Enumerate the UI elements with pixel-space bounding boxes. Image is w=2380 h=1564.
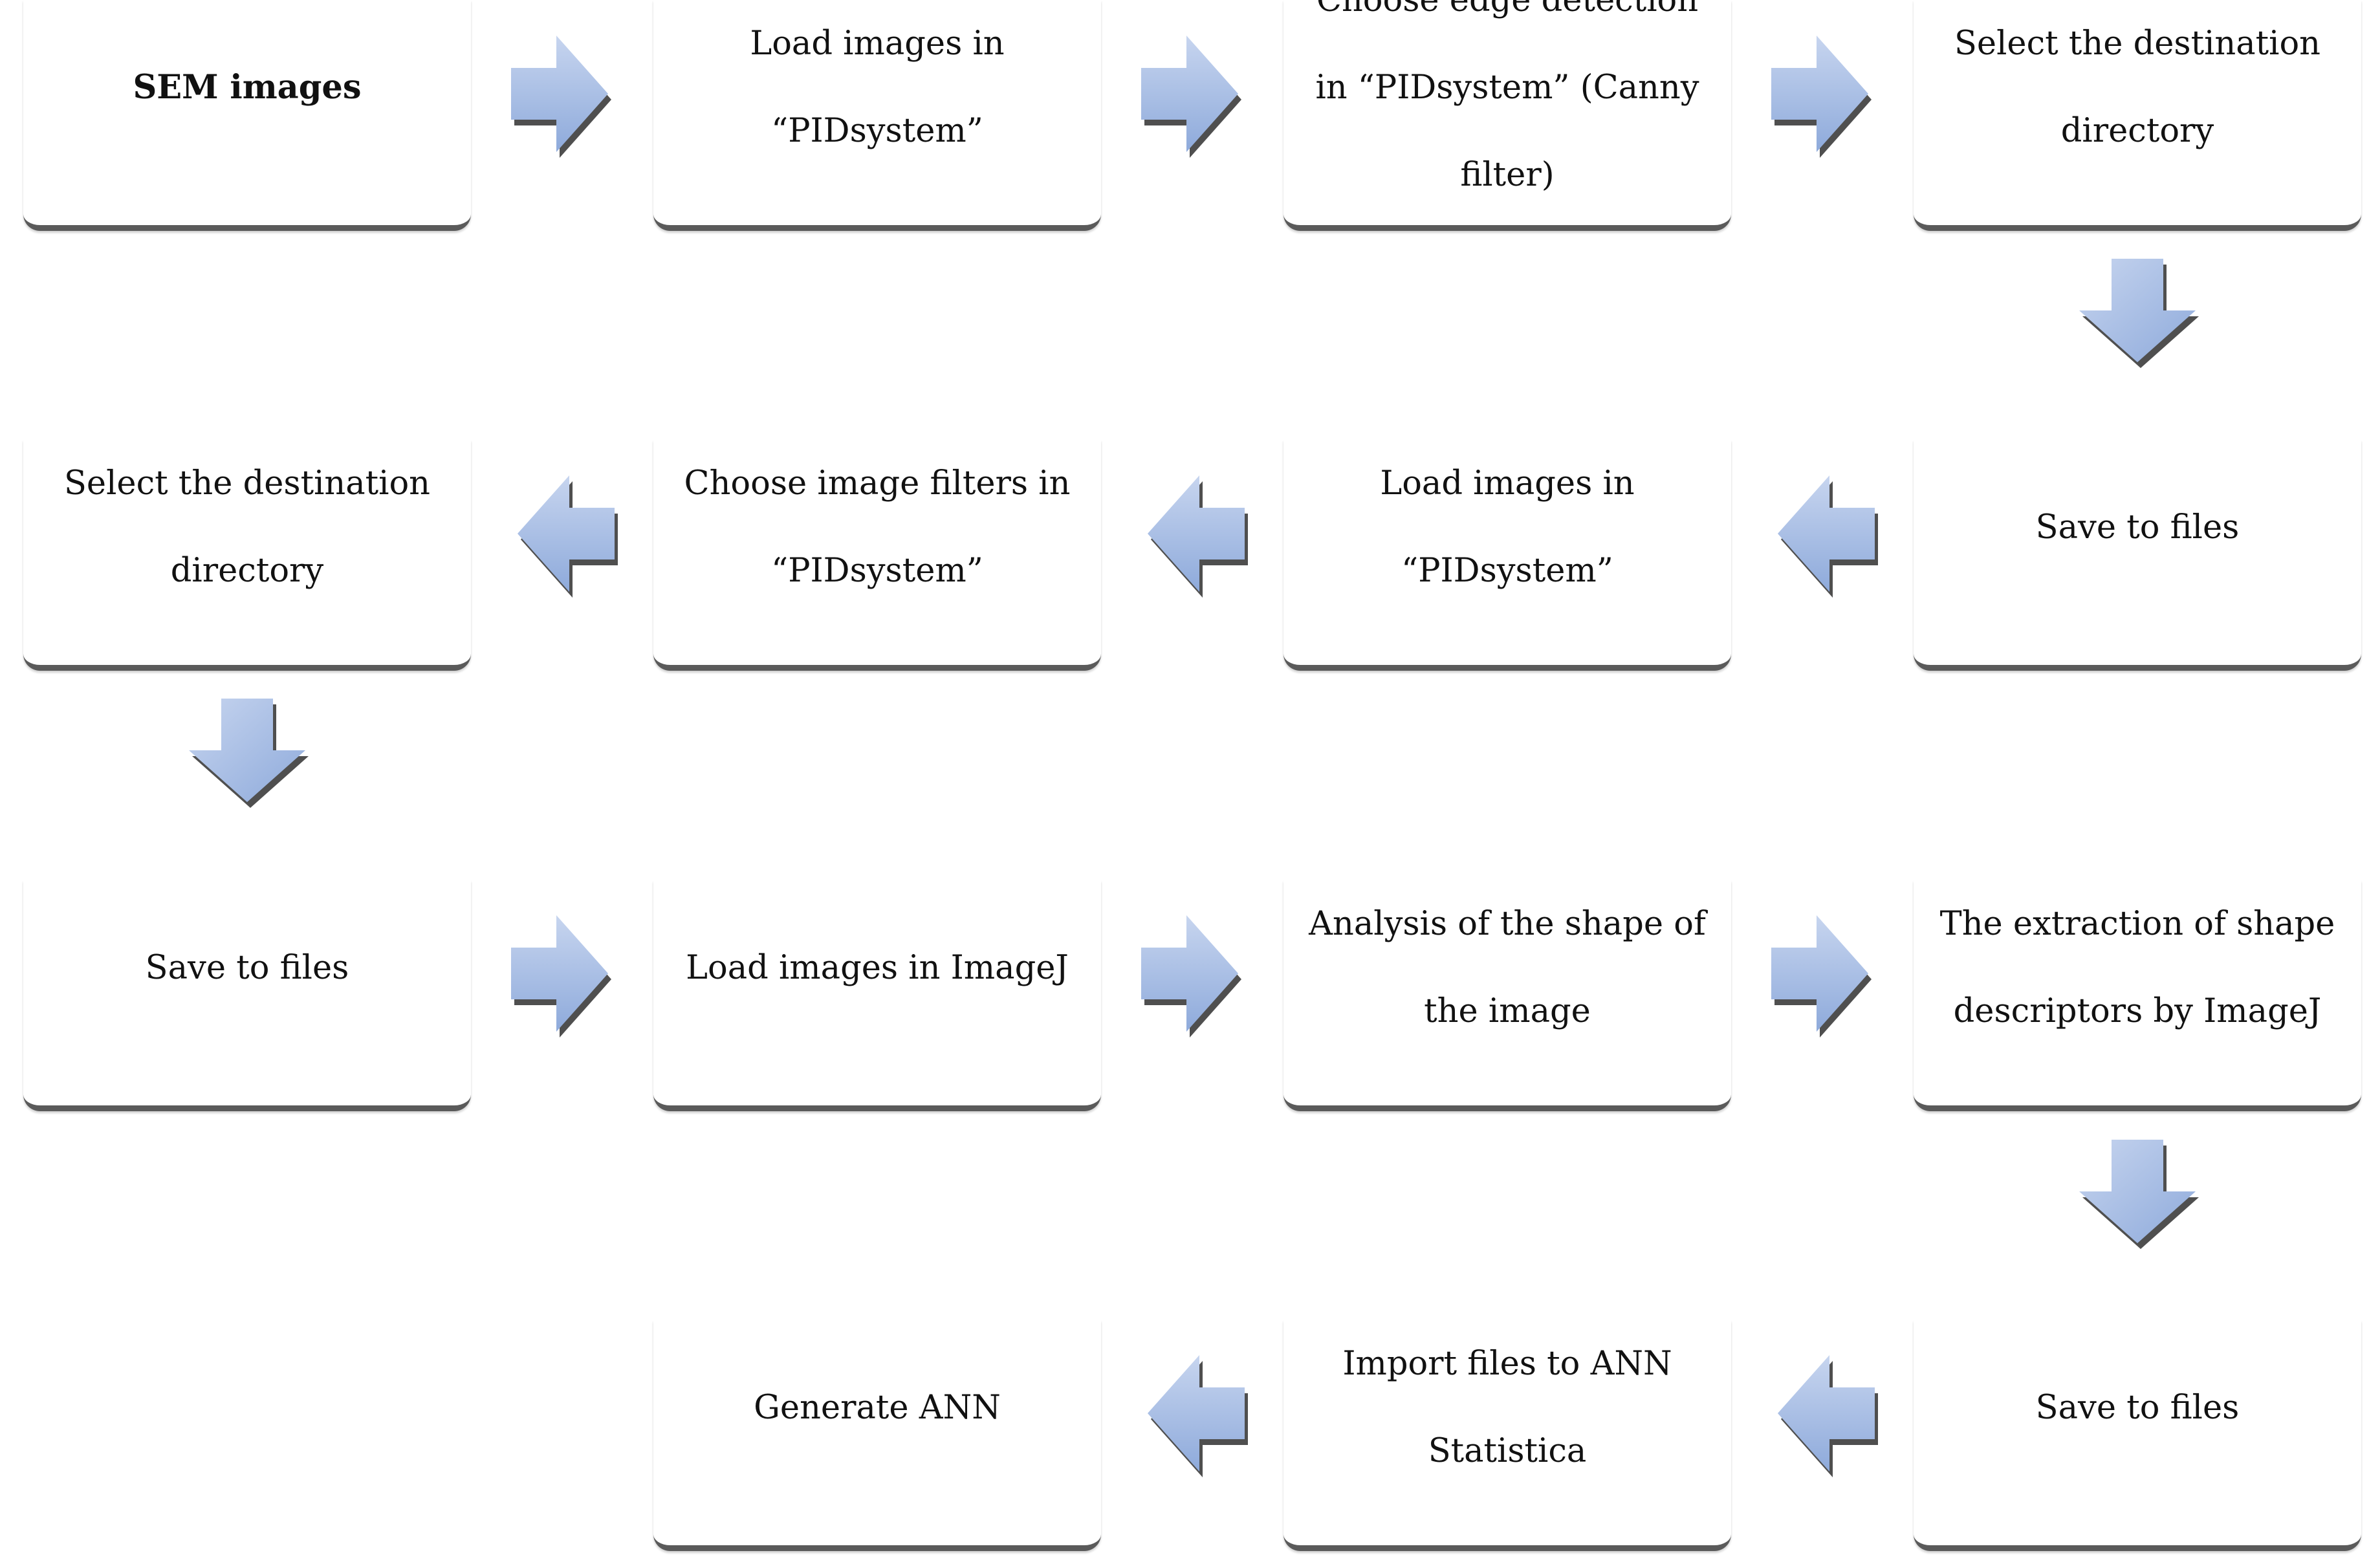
step-save-files-3: Save to files	[1914, 1320, 2361, 1551]
step-select-destination-2: Select the destination directory	[23, 440, 471, 671]
arrow-right-icon	[1141, 36, 1241, 158]
arrow-right-icon	[1771, 36, 1872, 158]
arrow-left-icon	[1148, 475, 1248, 598]
step-load-imagej: Load images in ImageJ	[653, 880, 1101, 1111]
step-label: The extraction of shape descriptors by I…	[1939, 905, 2335, 1030]
step-label: SEM images	[133, 67, 362, 107]
step-label: Choose image filters in “PIDsystem”	[684, 464, 1071, 590]
step-save-files-1: Save to files	[1914, 440, 2361, 671]
arrow-right-icon	[511, 36, 611, 158]
step-label: Load images in “PIDsystem”	[1380, 464, 1635, 590]
arrow-left-icon	[518, 475, 618, 598]
step-choose-edge-detection: Choose edge detection in “PIDsystem” (Ca…	[1283, 0, 1731, 231]
arrow-left-icon	[1778, 475, 1878, 598]
step-label: Select the destination directory	[63, 464, 431, 590]
step-import-ann: Import files to ANN Statistica	[1283, 1320, 1731, 1551]
step-label: Analysis of the shape of the image	[1309, 905, 1706, 1030]
step-analysis-shape: Analysis of the shape of the image	[1283, 880, 1731, 1111]
step-save-files-2: Save to files	[23, 880, 471, 1111]
step-select-destination-1: Select the destination directory	[1914, 0, 2361, 231]
step-label: Import files to ANN Statistica	[1342, 1345, 1672, 1470]
step-label: Load images in ImageJ	[686, 948, 1069, 987]
arrow-left-icon	[1148, 1355, 1248, 1477]
step-load-pidsystem-1: Load images in “PIDsystem”	[653, 0, 1101, 231]
step-label: Save to files	[145, 948, 349, 987]
step-label: Choose edge detection in “PIDsystem” (Ca…	[1315, 0, 1699, 194]
step-label: Save to files	[2035, 1388, 2240, 1427]
arrow-down-icon	[2079, 259, 2199, 368]
step-choose-image-filters: Choose image filters in “PIDsystem”	[653, 440, 1101, 671]
step-extraction-descriptors: The extraction of shape descriptors by I…	[1914, 880, 2361, 1111]
arrow-down-icon	[189, 699, 309, 808]
step-generate-ann: Generate ANN	[653, 1320, 1101, 1551]
arrow-right-icon	[1771, 915, 1872, 1037]
arrow-down-icon	[2079, 1140, 2199, 1249]
step-load-pidsystem-2: Load images in “PIDsystem”	[1283, 440, 1731, 671]
arrow-right-icon	[1141, 915, 1241, 1037]
step-sem-images: SEM images	[23, 0, 471, 231]
step-label: Generate ANN	[754, 1388, 1001, 1427]
step-label: Select the destination directory	[1954, 25, 2321, 150]
arrow-left-icon	[1778, 1355, 1878, 1477]
arrow-right-icon	[511, 915, 611, 1037]
step-label: Save to files	[2035, 508, 2240, 547]
step-label: Load images in “PIDsystem”	[750, 25, 1005, 150]
